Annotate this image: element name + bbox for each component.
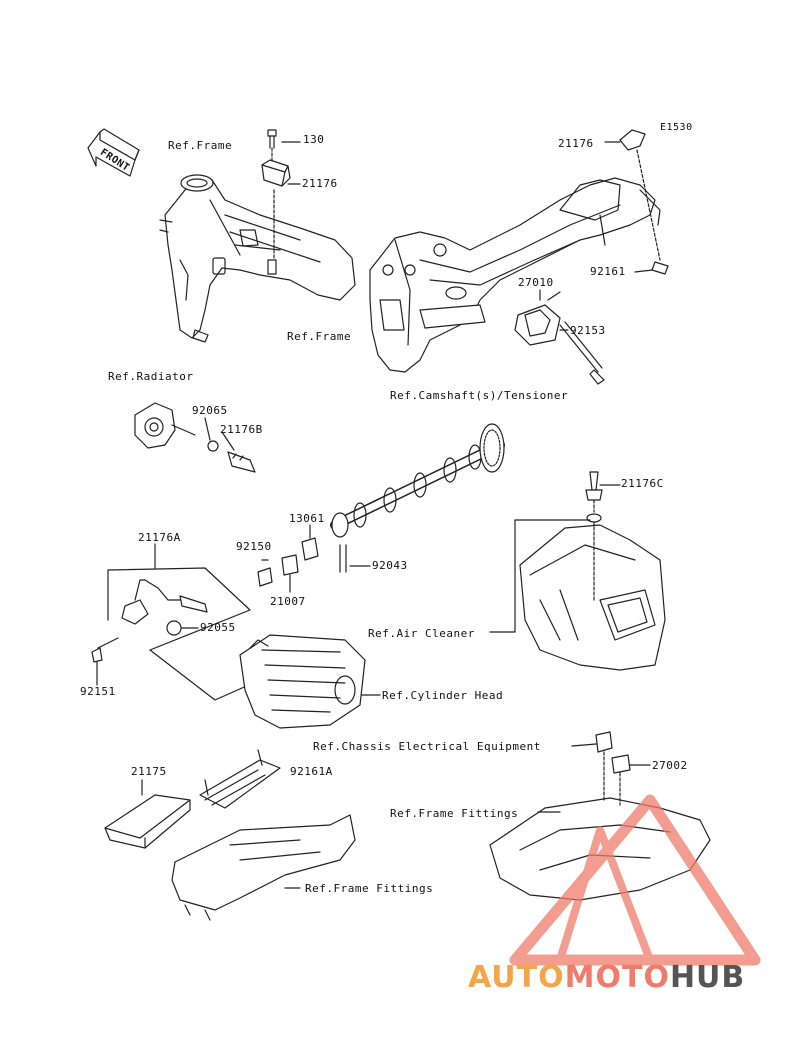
sensor-21176-drawing: [261, 129, 301, 261]
chassis-electrical-drawing: [489, 731, 711, 901]
label-13061: 13061: [289, 512, 325, 525]
label-21176-right: 21176: [558, 137, 594, 150]
watermark-triangle-icon: [509, 794, 761, 966]
label-ref-frame-fittings-1: Ref.Frame Fittings: [390, 807, 519, 820]
label-ref-radiator: Ref.Radiator: [108, 370, 194, 383]
label-ref-frame-2: Ref.Frame: [287, 330, 352, 343]
logo-part-auto: AUTO: [468, 960, 565, 995]
label-21176b: 21176B: [220, 423, 263, 436]
label-92065: 92065: [192, 404, 228, 417]
right-frame-drawing: [369, 129, 669, 373]
label-92055: 92055: [200, 621, 236, 634]
label-ref-camshaft: Ref.Camshaft(s)/Tensioner: [390, 389, 569, 402]
label-ref-chassis: Ref.Chassis Electrical Equipment: [313, 740, 541, 753]
bracket-21175-drawing: [104, 749, 356, 921]
label-92153: 92153: [570, 324, 606, 337]
label-27002: 27002: [652, 759, 688, 772]
label-92161a: 92161A: [290, 765, 333, 778]
label-21176a: 21176A: [138, 531, 181, 544]
front-arrow-icon: [87, 128, 140, 177]
left-frame-drawing: [159, 174, 356, 343]
label-ref-frame-fittings-2: Ref.Frame Fittings: [305, 882, 434, 895]
cylinder-head-drawing: [239, 634, 381, 729]
label-27010: 27010: [518, 276, 554, 289]
label-ref-air-cleaner: Ref.Air Cleaner: [368, 627, 475, 640]
logo-part-hub: HUB: [669, 960, 746, 995]
radiator-sensor-drawing: [134, 402, 256, 473]
label-ref-cylinder-head: Ref.Cylinder Head: [382, 689, 504, 702]
label-92043: 92043: [372, 559, 408, 572]
label-21176c: 21176C: [621, 477, 664, 490]
air-cleaner-drawing: [489, 471, 666, 671]
diagram-code: E1530: [660, 122, 693, 133]
label-92151: 92151: [80, 685, 116, 698]
label-21176-top: 21176: [302, 177, 338, 190]
label-ref-frame-1: Ref.Frame: [168, 139, 233, 152]
label-92150: 92150: [236, 540, 272, 553]
label-21175: 21175: [131, 765, 167, 778]
logo-part-moto: MOTO: [564, 960, 670, 995]
label-21007: 21007: [270, 595, 306, 608]
label-130: 130: [303, 133, 325, 146]
sensor-21176a-drawing: [91, 543, 261, 701]
camshaft-drawing: [330, 423, 505, 538]
sensor-27010-drawing: [514, 289, 605, 385]
label-92161: 92161: [590, 265, 626, 278]
watermark-logo: AUTOMOTOHUB: [468, 960, 798, 1010]
small-parts-drawing: [257, 524, 371, 593]
